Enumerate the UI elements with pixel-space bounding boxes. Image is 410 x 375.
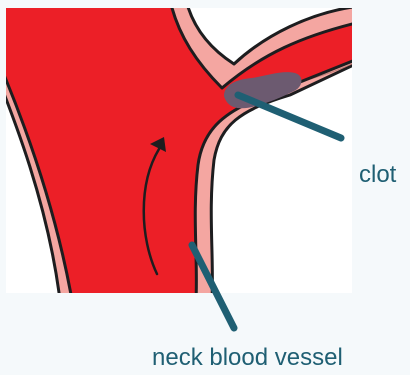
clot-label: clot (359, 163, 396, 187)
neck-blood-vessel-label: neck blood vessel (152, 346, 343, 370)
